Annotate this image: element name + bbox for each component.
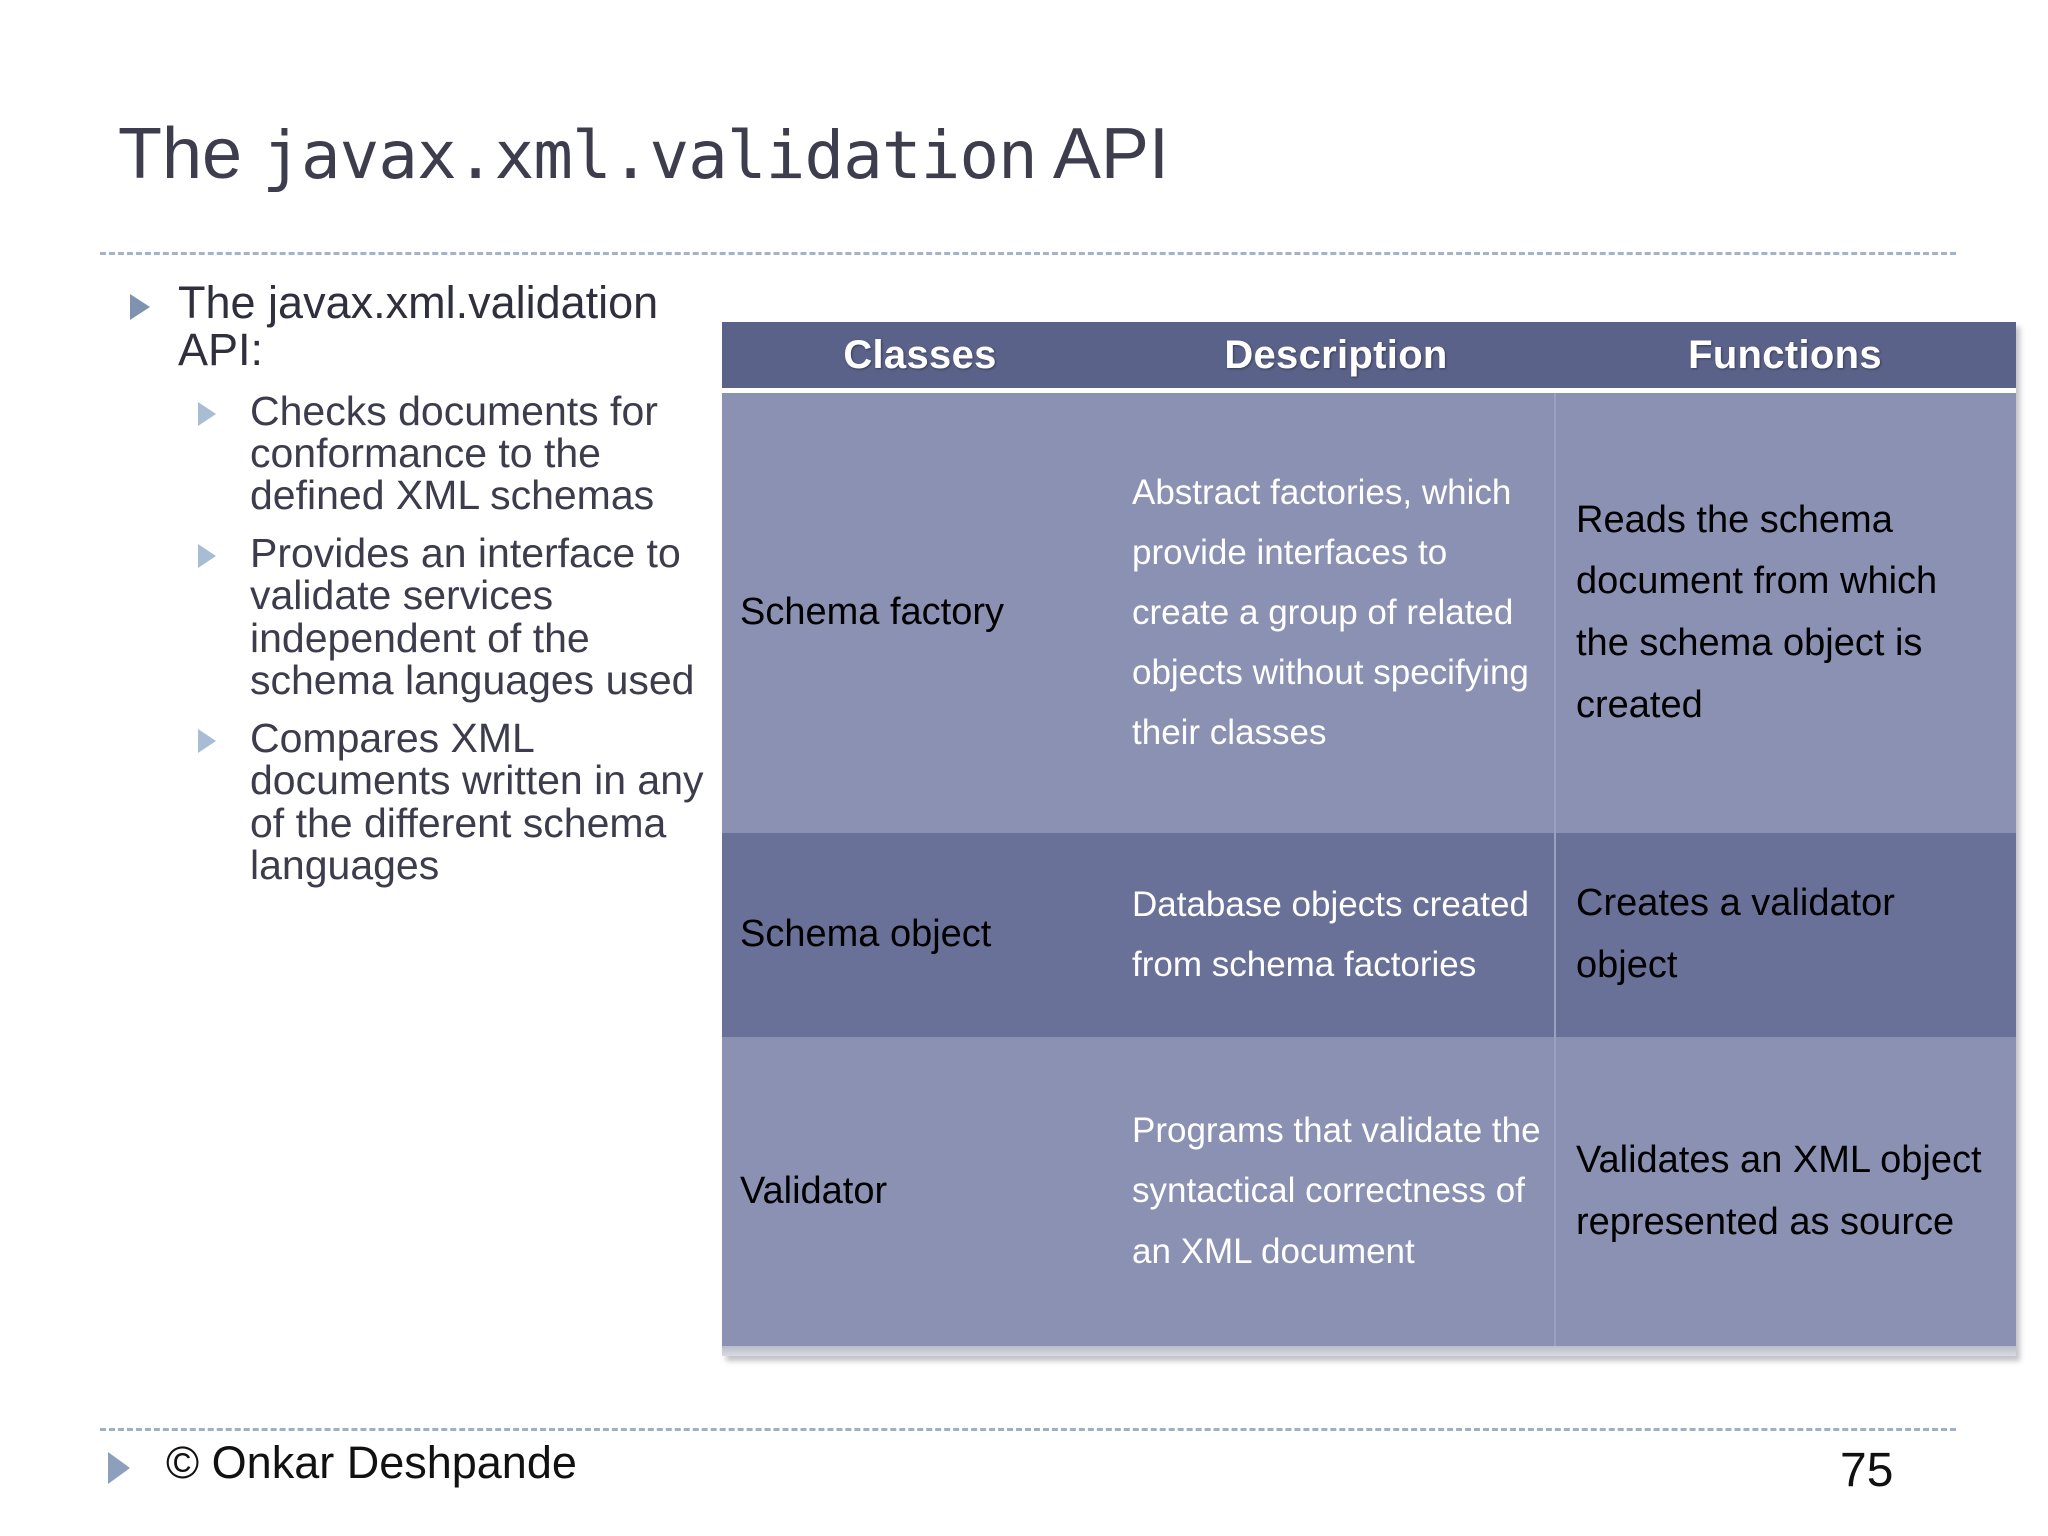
cell-class-name: Schema factory — [740, 591, 1004, 634]
copyright-label: © Onkar Deshpande — [166, 1437, 577, 1488]
cell-function: Validates an XML object represented as s… — [1554, 1037, 2016, 1346]
bullet-level2-item: Provides an interface to validate servic… — [110, 532, 710, 701]
bullet-level1-label: The javax.xml.validation API: — [178, 277, 659, 375]
cell-class-name: Validator — [740, 1169, 888, 1212]
triangle-bullet-icon — [130, 294, 150, 320]
title-mono-package: javax.xml.validation — [262, 117, 1038, 194]
cell-description: Abstract factories, which provide interf… — [1132, 472, 1529, 753]
table-row: Schema object Database objects created f… — [722, 833, 2016, 1037]
title-divider — [100, 252, 1956, 255]
page-number: 75 — [1840, 1444, 1894, 1497]
triangle-bullet-icon — [198, 544, 216, 569]
table-row: Schema factory Abstract factories, which… — [722, 393, 2016, 833]
api-classes-table: Classes Description Functions Schema fac… — [722, 322, 2016, 1356]
bullet-level2-item: Checks documents for conformance to the … — [110, 387, 710, 519]
bullet-level1-item: The javax.xml.validation API: — [110, 277, 710, 375]
page-title: The javax.xml.validation API — [118, 118, 1948, 218]
table-header-functions: Functions — [1688, 332, 1882, 377]
cell-function: Reads the schema document from which the… — [1554, 393, 2016, 833]
table-row: Validator Programs that validate the syn… — [722, 1037, 2016, 1346]
bullet-level2-label: Provides an interface to validate servic… — [250, 530, 695, 703]
footer-divider — [100, 1428, 1956, 1431]
table-bottom-edge — [722, 1346, 2016, 1356]
table-header-row: Classes Description Functions — [722, 322, 2016, 393]
triangle-bullet-icon — [108, 1452, 130, 1484]
triangle-bullet-icon — [198, 401, 216, 426]
triangle-bullet-icon — [198, 729, 216, 754]
cell-description: Database objects created from schema fac… — [1132, 884, 1529, 984]
title-suffix: API — [1036, 114, 1169, 194]
bullet-list: The javax.xml.validation API: Checks doc… — [110, 277, 710, 886]
bullet-level2-item: Compares XML documents written in any of… — [110, 717, 710, 886]
cell-function: Creates a validator object — [1554, 833, 2016, 1037]
bullet-level2-label: Compares XML documents written in any of… — [250, 715, 704, 888]
cell-description: Programs that validate the syntactical c… — [1132, 1111, 1541, 1271]
table-header-description: Description — [1224, 332, 1448, 377]
cell-class-name: Schema object — [740, 913, 992, 956]
title-prefix: The — [118, 114, 263, 194]
bullet-level2-label: Checks documents for conformance to the … — [250, 387, 658, 519]
table-header-classes: Classes — [843, 332, 997, 377]
